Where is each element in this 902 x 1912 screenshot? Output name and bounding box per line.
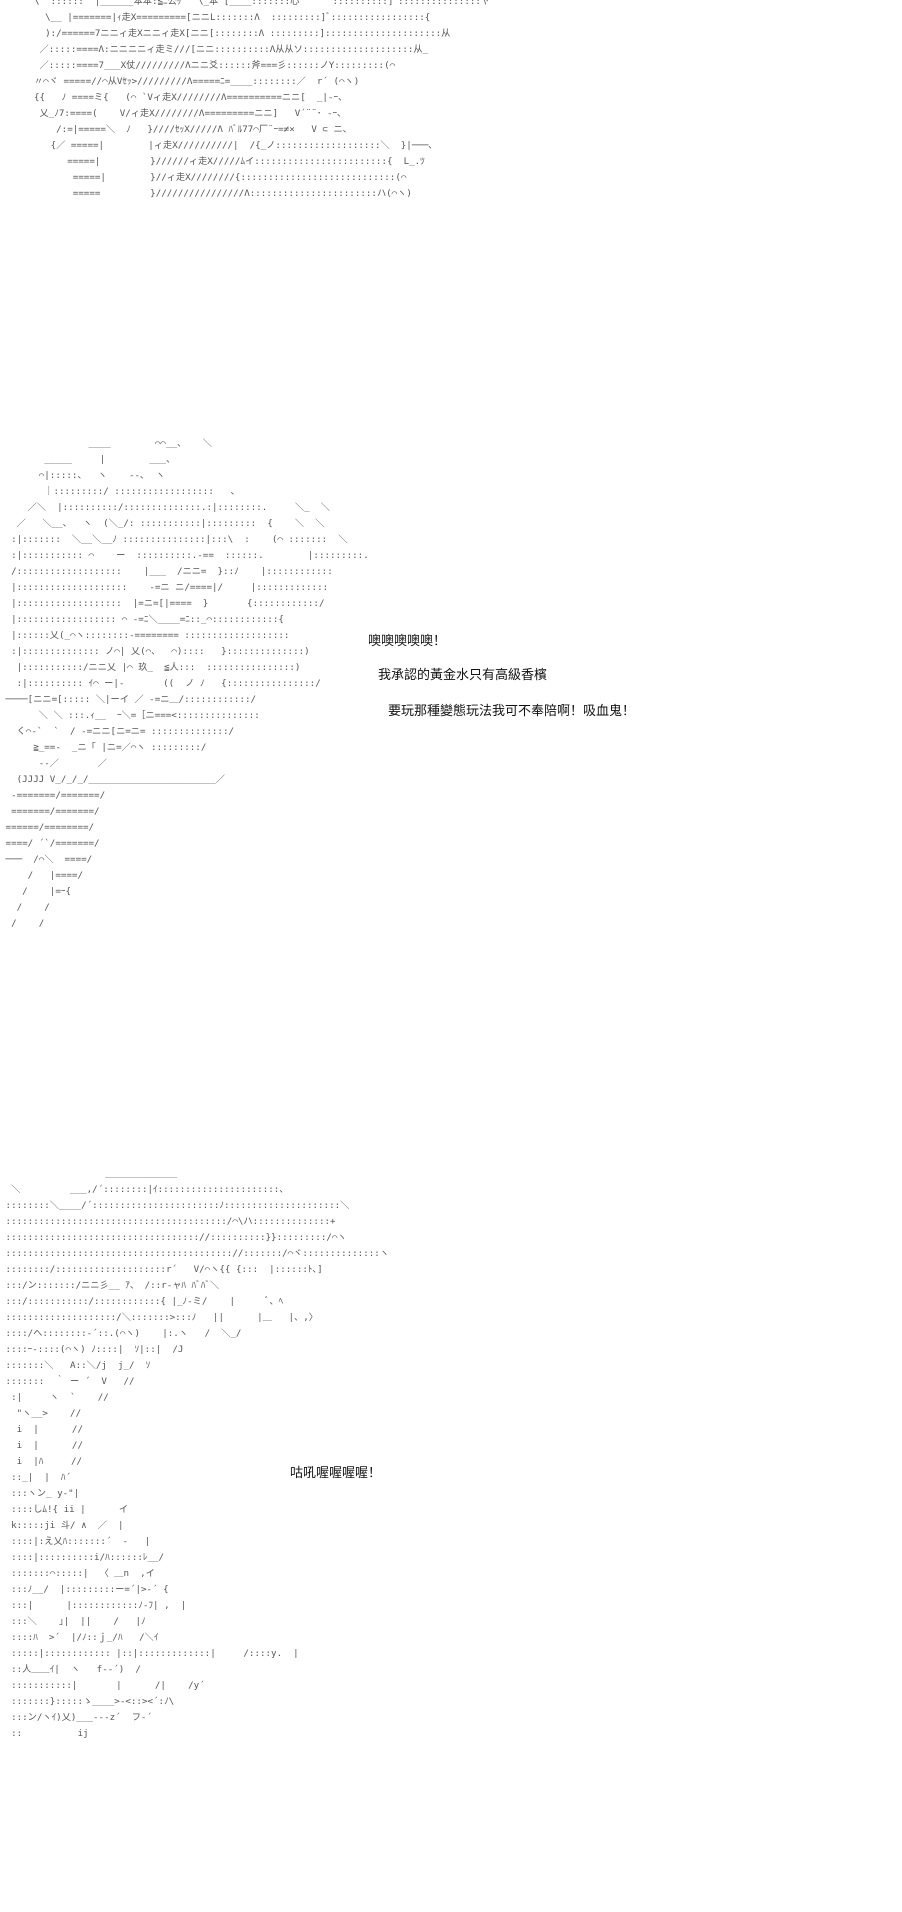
ascii-art-panel-top: \ :::::: |______本本:≦ﾆ公ｯ \_本 [____:::::::… [34, 0, 491, 199]
dialogue-line-2: 我承認的黃金水只有高級香檳 [378, 668, 548, 683]
dialogue-line-1: 噢噢噢噢噢！ [368, 634, 447, 649]
dialogue-line-3: 要玩那種變態玩法我可不奉陪啊！吸血鬼！ [388, 704, 636, 719]
dialogue-line-4: 咕吼喔喔喔喔！ [290, 1466, 382, 1481]
ascii-art-panel-bottom: _____________ ＼ ___,/´::::::::|ｲ::::::::… [5, 1168, 389, 1739]
ascii-art-panel-middle: ____ ⌒⌒__、 ＼ _____ | ___、 ⌒|:::::、 ヽ ‐-､… [5, 438, 369, 929]
